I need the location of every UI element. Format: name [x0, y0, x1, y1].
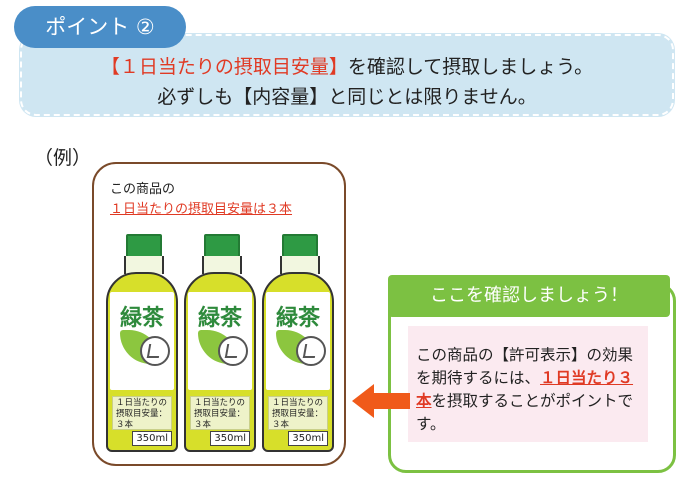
bottle: 緑茶 １日当たりの摂取目安量：３本 350ml: [262, 234, 334, 452]
notice-line-2: 必ずしも【内容量】と同じとは限りません。: [157, 86, 537, 108]
bottle: 緑茶 １日当たりの摂取目安量：３本 350ml: [184, 234, 256, 452]
bottle-volume: 350ml: [132, 431, 172, 446]
bottle-label: １日当たりの摂取目安量：３本: [112, 396, 172, 430]
bottle: 緑茶 １日当たりの摂取目安量：３本 350ml: [106, 234, 178, 452]
check-text-emphasis: １日当たり３本: [416, 369, 634, 410]
bottle-label: １日当たりの摂取目安量：３本: [268, 396, 328, 430]
notice-line-1-rest: を確認して摂取しましょう。: [347, 56, 594, 78]
tokuho-mark-icon: [218, 336, 248, 366]
bottle-band: 緑茶: [188, 292, 252, 390]
bottle-volume: 350ml: [210, 431, 250, 446]
check-text: この商品の【許可表示】の効果を期待するには、１日当たり３本を摂取することがポイン…: [416, 344, 646, 436]
bottle-neck: [202, 256, 242, 274]
check-text-before: この商品の【許可表示】の効果を期待するには、: [416, 346, 634, 387]
bottle-name: 緑茶: [119, 306, 164, 331]
bottle-body: 緑茶 １日当たりの摂取目安量：３本 350ml: [184, 272, 256, 452]
check-header: ここを確認しましょう！: [388, 275, 670, 317]
bottle-volume: 350ml: [288, 431, 328, 446]
bottle-name: 緑茶: [275, 306, 320, 331]
notice-line-1: 【１日当たりの摂取目安量】を確認して摂取しましょう。: [22, 52, 672, 79]
product-subtitle: １日当たりの摂取目安量は３本: [110, 202, 293, 217]
bottle-body: 緑茶 １日当たりの摂取目安量：３本 350ml: [106, 272, 178, 452]
check-note-bg: [408, 326, 648, 442]
bottle-name: 緑茶: [197, 306, 242, 331]
example-label: （例）: [34, 147, 92, 169]
bottle-band: 緑茶: [110, 292, 174, 390]
left-arrow-icon: [352, 384, 410, 418]
tokuho-mark-icon: [140, 336, 170, 366]
notice-highlight: 【１日当たりの摂取目安量】: [100, 56, 348, 78]
point-pill: ポイント ②: [14, 6, 186, 48]
check-text-after: を摂取することがポイントです。: [416, 392, 634, 433]
bottle-neck: [280, 256, 320, 274]
product-frame: この商品の １日当たりの摂取目安量は３本 緑茶 １日当たりの摂取目安量：３本 3…: [92, 162, 346, 466]
tokuho-mark-icon: [296, 336, 326, 366]
bottle-label: １日当たりの摂取目安量：３本: [190, 396, 250, 430]
point-pill-label: ポイント ②: [45, 15, 155, 39]
bottle-body: 緑茶 １日当たりの摂取目安量：３本 350ml: [262, 272, 334, 452]
point-notice: 【１日当たりの摂取目安量】を確認して摂取しましょう。 必ずしも【内容量】と同じと…: [20, 34, 674, 116]
bottle-band: 緑茶: [266, 292, 330, 390]
product-title: この商品の: [110, 182, 176, 197]
bottle-neck: [124, 256, 164, 274]
